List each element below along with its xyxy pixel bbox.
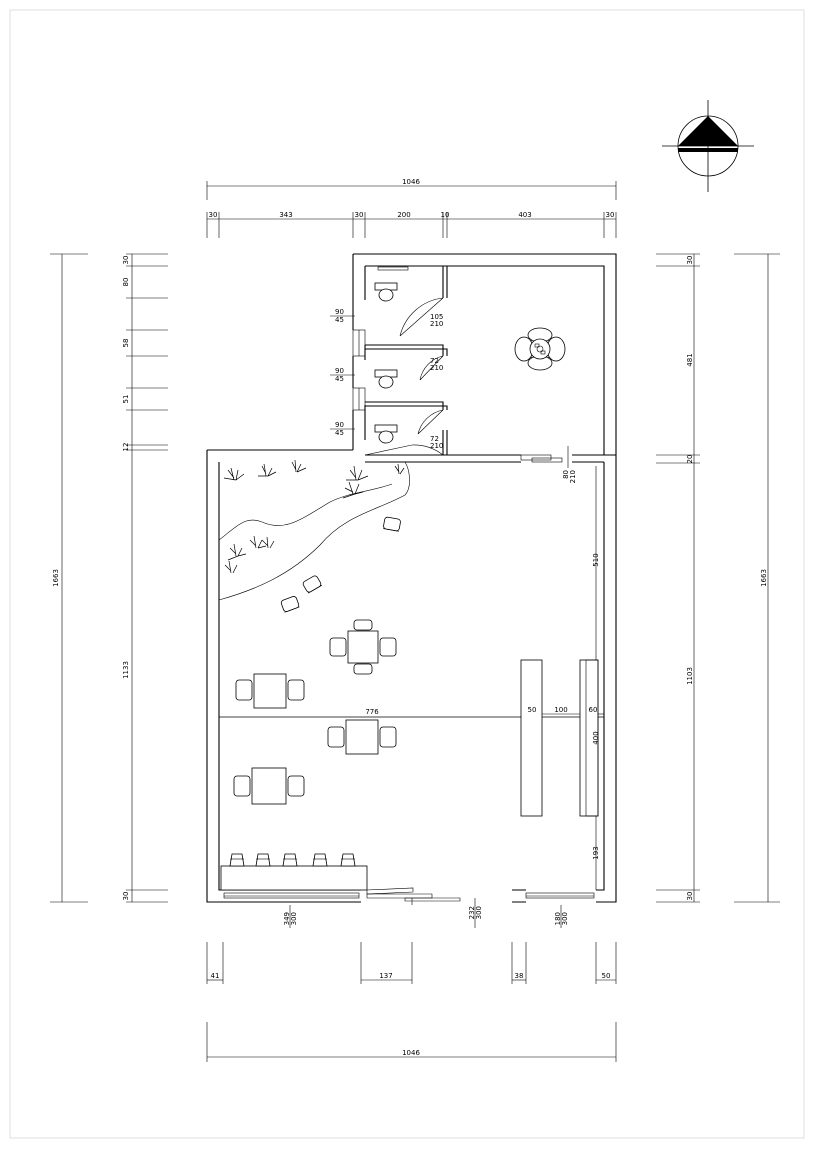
window-3-w: 90 [335,421,344,429]
opening-3-w: 180 [554,912,562,925]
dim-top-seg-6: 30 [606,211,615,219]
dim-510: 510 [592,553,600,566]
dim-bottom-seg-1: 137 [379,972,392,980]
dim-right-seg-0: 30 [686,256,694,265]
sheet-border [9,9,805,1139]
bar-counter [220,853,368,891]
dim-top-seg-5: 403 [518,211,531,219]
dim-top-seg-3: 200 [397,211,410,219]
door-mid-w: 80 [562,470,570,479]
dim-shelf-50: 50 [528,706,537,714]
dim-top-seg-0: 30 [209,211,218,219]
dim-shelf-100: 100 [554,706,567,714]
window-1-w: 90 [335,308,344,316]
dim-right-seg-2: 20 [686,455,694,464]
toilet-icon [374,282,398,302]
round-table-icon [514,327,566,371]
door-wc-2-w: 72 [430,357,439,365]
opening-2-h: 300 [475,906,483,919]
chair-icon [383,516,401,532]
opening-1-h: 300 [290,912,298,925]
toilet-icon [374,369,398,389]
planter-icon [218,459,410,601]
dim-left-total: 1663 [52,569,60,587]
door-wc-3-h: 210 [430,442,443,450]
dim-left-seg-6: 30 [122,892,130,901]
door-mid-h: 210 [569,470,577,483]
dim-776: 776 [365,708,379,716]
dim-left-seg-5: 1133 [122,661,130,679]
opening-3-h: 300 [561,912,569,925]
left-dimensions: 1663 30 80 58 51 12 1133 30 [50,253,168,903]
wc-windows: 90 45 90 45 90 45 [330,308,366,437]
dim-top-total: 1046 [402,178,420,186]
table-icon [233,767,305,805]
bottom-dimensions: 41 137 38 50 1046 [206,942,617,1062]
wc-fixtures: 105 210 72 210 72 210 [364,266,566,456]
dim-top-seg-2: 30 [355,211,364,219]
window-1-h: 45 [335,316,344,324]
table-icon [327,719,397,755]
chair-icon [280,596,300,613]
dining-furniture [233,516,401,805]
dim-right-seg-3: 1103 [686,667,694,685]
dim-left-seg-0: 30 [122,256,130,265]
dim-bottom-seg-0: 41 [211,972,220,980]
dim-right-seg-4: 30 [686,892,694,901]
sliding-door: 80 210 [520,446,577,483]
dim-shelf-400: 400 [592,731,600,744]
dim-left-seg-1: 80 [122,278,130,287]
display-shelves: 50 100 60 400 193 510 776 [365,466,604,890]
window-2-h: 45 [335,375,344,383]
door-wc-2-h: 210 [430,364,443,372]
top-dimensions: 1046 30 343 30 200 10 403 30 [206,178,617,238]
stool-icon [255,853,271,867]
stool-icon [282,853,298,867]
opening-2-w: 232 [468,906,476,919]
dim-top-seg-4: 10 [441,211,450,219]
dim-left-seg-4: 12 [122,443,130,452]
north-arrow-icon [662,100,754,192]
dim-bottom-total: 1046 [402,1049,420,1057]
window-3-h: 45 [335,429,344,437]
dim-top-seg-1: 343 [279,211,292,219]
dim-bottom-seg-3: 50 [602,972,611,980]
dim-right-seg-1: 481 [686,353,694,366]
stool-icon [229,853,245,867]
walls [206,253,617,903]
right-dimensions: 30 481 20 1103 30 1663 [656,253,780,903]
window-2-w: 90 [335,367,344,375]
door-wc-1-w: 105 [430,313,443,321]
toilet-icon [374,424,398,444]
dim-bottom-seg-2: 38 [515,972,524,980]
opening-1-w: 349 [283,912,291,925]
dim-left-seg-2: 58 [122,339,130,348]
table-icon [329,619,397,675]
dim-right-total: 1663 [760,569,768,587]
door-wc-3-w: 72 [430,435,439,443]
bottom-openings: 349 300 232 300 180 300 [223,887,595,928]
table-icon [235,673,305,709]
dim-shelf-60: 60 [589,706,598,714]
door-wc-1-h: 210 [430,320,443,328]
chair-icon [302,575,323,594]
dim-193: 193 [592,846,600,859]
stool-icon [340,853,356,867]
dim-left-seg-3: 51 [122,395,130,404]
stool-icon [312,853,328,867]
